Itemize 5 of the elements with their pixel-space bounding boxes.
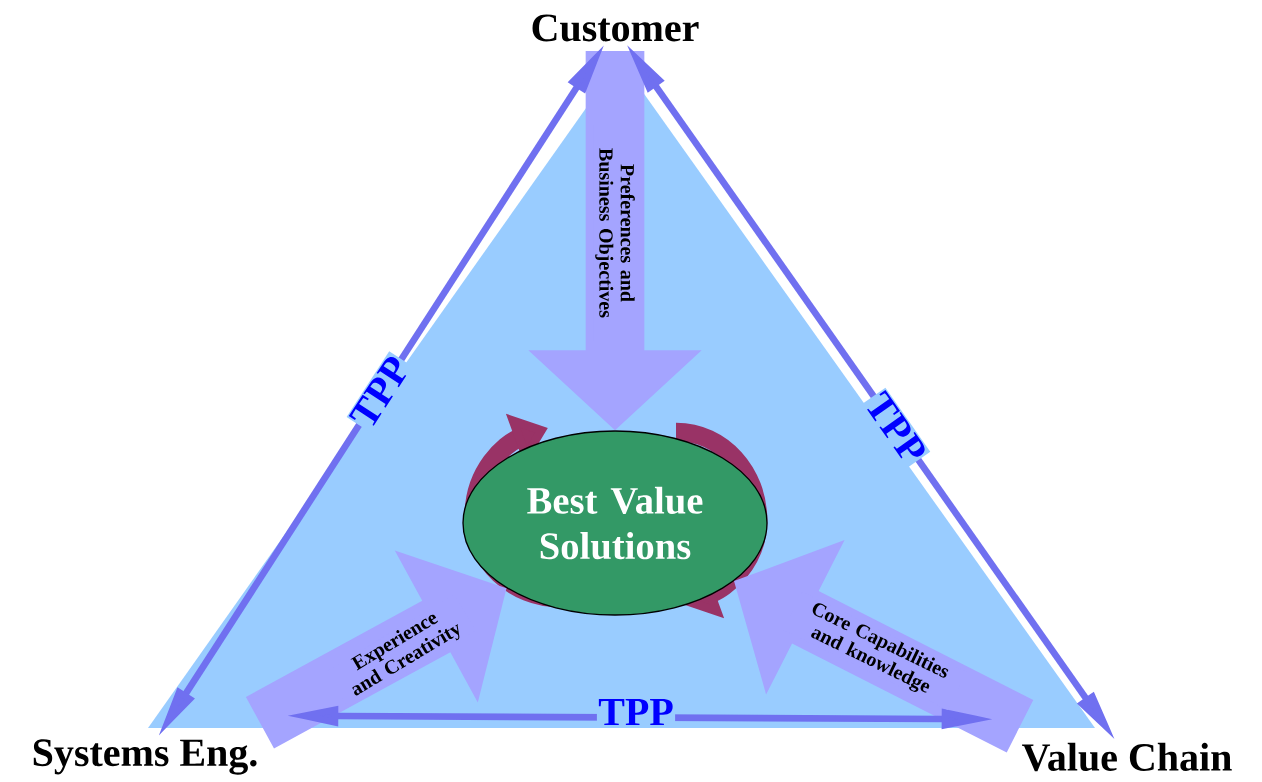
edge-label: TPP (598, 698, 673, 726)
corner-label: Systems Eng. (33, 739, 257, 775)
corner-label: Customer (532, 14, 699, 42)
edge-label: Preferences and Business Objectives (595, 148, 635, 318)
corner-label: Value Chain (1022, 742, 1232, 772)
